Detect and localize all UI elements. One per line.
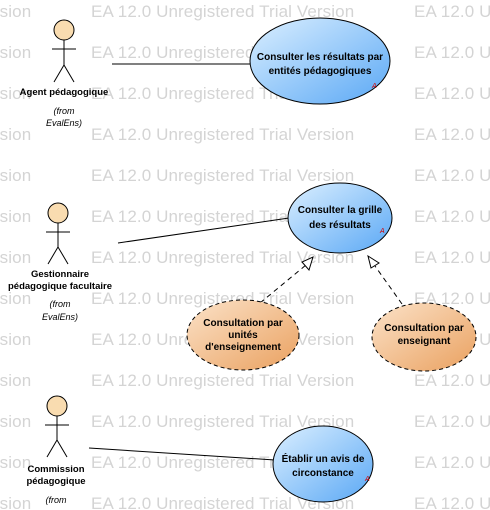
actor-from-label: (from — [50, 299, 72, 309]
usecase-label-line-2: enseignant — [398, 336, 451, 347]
actor-name-line-2: pédagogique — [26, 476, 85, 487]
association-gestionnaire-consulter-grille — [117, 217, 290, 244]
actor-name: Agent pédagogique — [20, 87, 109, 98]
actor-name-line-2: pédagogique facultaire — [8, 281, 112, 292]
actor-left-leg — [53, 64, 65, 83]
actor-agent-pedagogique[interactable]: Agent pédagogique (from EvalEns) — [20, 19, 109, 128]
usecase-label-line-1: Consulter les résultats par — [257, 52, 383, 63]
usecase-label-line-1: Consultation par — [384, 323, 464, 334]
actor-name-line-1: Commission — [27, 464, 84, 475]
usecase-ellipse — [249, 17, 391, 105]
actor-from-label: (from — [54, 106, 76, 116]
usecase-consulter-grille-resultats[interactable]: Consulter la grille des résultats A — [287, 182, 393, 254]
usecase-consultation-par-unites[interactable]: Consultation par unités d'enseignement — [186, 299, 300, 371]
actor-from-label: (from — [46, 495, 68, 505]
actor-right-leg — [56, 439, 68, 458]
usecase-ellipse — [371, 302, 477, 372]
usecase-label-line-1: Consultation par — [203, 318, 283, 329]
actor-gestionnaire-pedagogique-facultaire[interactable]: Gestionnaire pédagogique facultaire (fro… — [8, 202, 112, 322]
usecase-label-line-1: Établir un avis de — [282, 452, 365, 465]
usecase-ellipse — [272, 425, 374, 503]
actor-commission-pedagogique[interactable]: Commission pédagogique (from — [26, 395, 86, 505]
usecase-label-line-2: circonstance — [292, 468, 354, 479]
generalization-line-enseignant — [374, 265, 403, 305]
usecase-consultation-par-enseignant[interactable]: Consultation par enseignant — [371, 302, 477, 372]
usecase-marker: A — [364, 476, 370, 483]
usecase-label-line-3: d'enseignement — [205, 342, 281, 353]
actor-right-leg — [63, 64, 75, 83]
actor-left-leg — [46, 439, 58, 458]
usecase-ellipse — [287, 182, 393, 254]
usecase-label-line-2: des résultats — [309, 220, 371, 231]
actor-head — [47, 202, 69, 224]
usecase-consulter-resultats-par-entites[interactable]: Consulter les résultats par entités péda… — [249, 17, 391, 105]
generalization-arrowhead-unites — [301, 256, 314, 272]
usecase-ellipse — [186, 299, 300, 371]
actor-package-label: EvalEns) — [46, 118, 82, 128]
usecase-label-line-1: Consulter la grille — [298, 205, 383, 216]
actor-head — [53, 19, 75, 41]
generalization-line-unites — [259, 264, 307, 304]
usecase-label-line-2: unités — [228, 330, 258, 341]
actor-right-leg — [57, 246, 69, 265]
association-commission-etablir-avis — [88, 447, 276, 461]
actor-name-line-1: Gestionnaire — [31, 269, 89, 280]
generalization-arrowhead-enseignant — [367, 254, 380, 269]
actor-head — [46, 395, 68, 417]
actor-package-label: EvalEns) — [42, 312, 78, 322]
actor-left-leg — [47, 246, 59, 265]
usecase-marker: A — [379, 228, 385, 235]
usecase-label-line-2: entités pédagogiques — [269, 66, 372, 77]
usecase-etablir-avis-circonstance[interactable]: Établir un avis de circonstance A — [272, 425, 374, 503]
usecase-marker: A — [371, 83, 377, 90]
